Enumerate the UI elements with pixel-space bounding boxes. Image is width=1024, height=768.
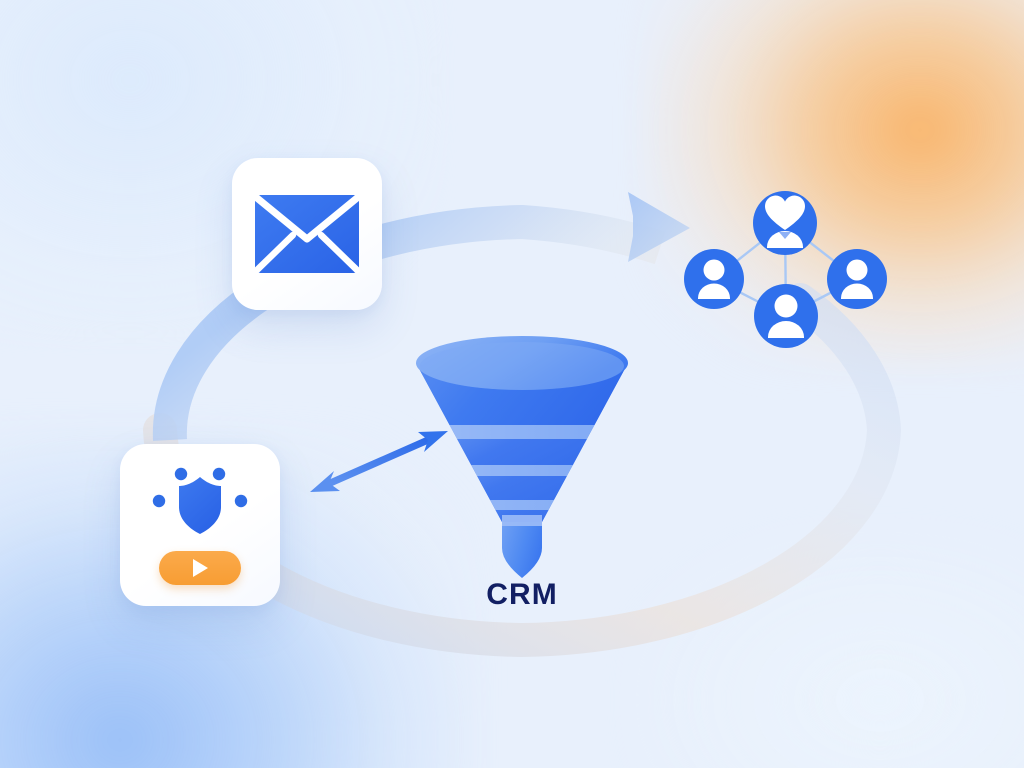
network-node-loyal-customer[interactable] bbox=[753, 191, 817, 255]
play-button[interactable] bbox=[159, 551, 241, 585]
email-card[interactable] bbox=[232, 158, 382, 310]
crm-label-text: CRM bbox=[486, 578, 558, 611]
shield-orbit-dots bbox=[152, 467, 248, 508]
bidirectional-arrow bbox=[310, 431, 448, 492]
play-icon bbox=[193, 559, 208, 577]
network-node-contact-left[interactable] bbox=[684, 249, 744, 309]
envelope-icon bbox=[253, 194, 361, 274]
network-node-contact-right[interactable] bbox=[827, 249, 887, 309]
network-node-contact-center[interactable] bbox=[754, 284, 818, 348]
shield-icon bbox=[152, 467, 248, 534]
security-video-card[interactable] bbox=[120, 444, 280, 606]
crm-label: CRM bbox=[0, 578, 1024, 612]
